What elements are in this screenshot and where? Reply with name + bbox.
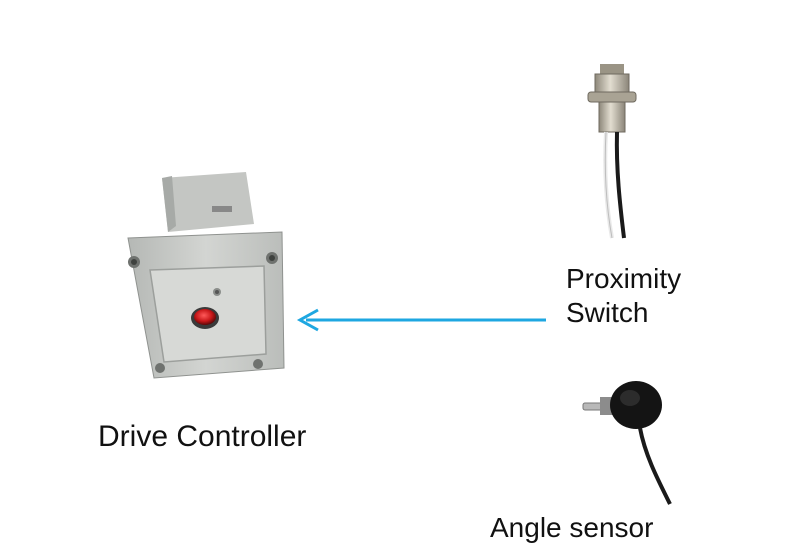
- proximity-switch-label-line1: Proximity: [566, 263, 682, 294]
- rotary-encoder-image: [582, 381, 672, 505]
- proximity-switch-label-line2: Switch: [566, 297, 649, 328]
- indicator-light-icon: [191, 307, 219, 329]
- angle-sensor-label: Angle sensor: [490, 512, 654, 543]
- left-arrow-icon: [296, 308, 546, 332]
- drive-controller-image: [127, 172, 285, 379]
- drive-controller-label: Drive Controller: [98, 420, 307, 453]
- proximity-sensor-image: [587, 64, 637, 239]
- proximity-switch-label: Proximity Switch: [566, 262, 681, 330]
